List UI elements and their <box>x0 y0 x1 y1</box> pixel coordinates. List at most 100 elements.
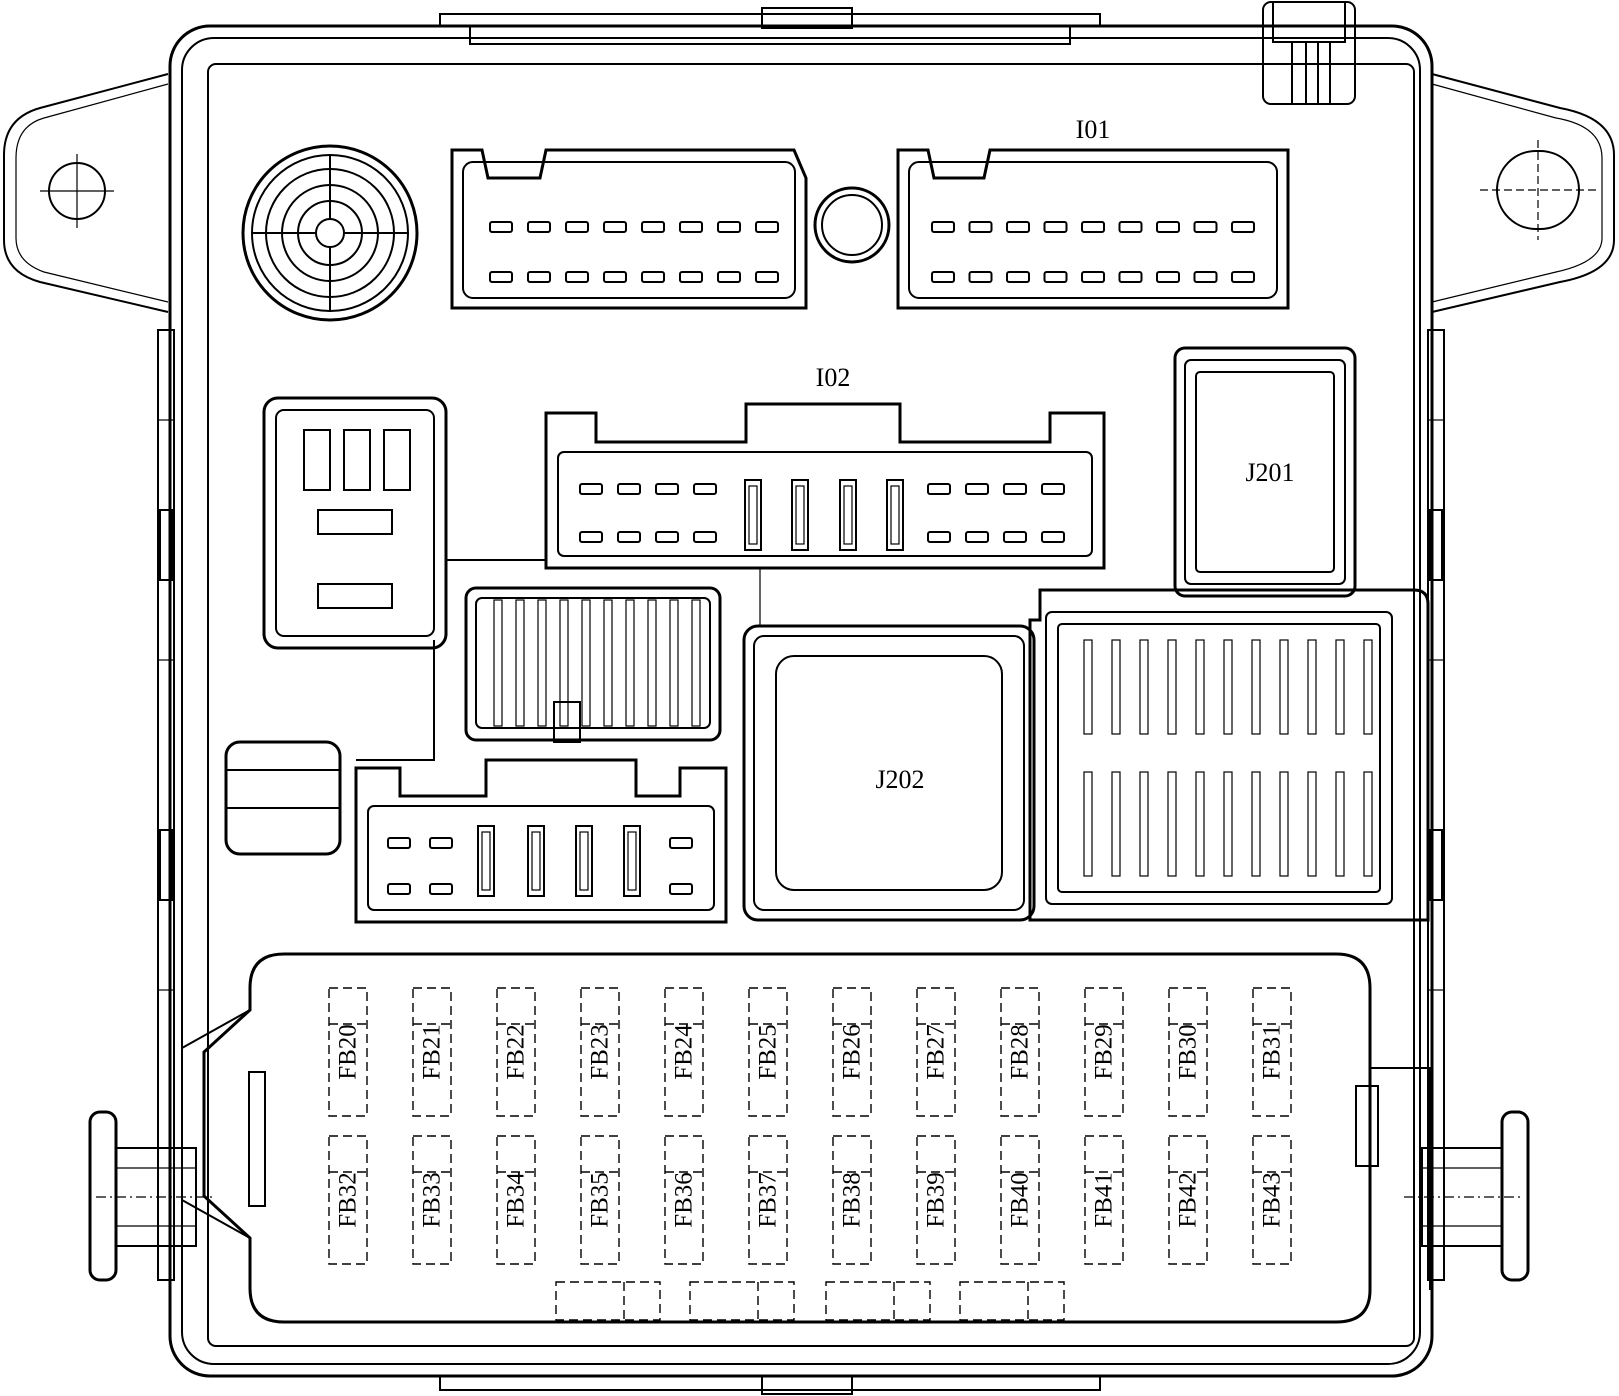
slot <box>1195 639 1205 735</box>
slot <box>515 599 525 727</box>
fuse-slot-fb38[interactable]: FB38 <box>832 1135 872 1265</box>
terminal-pin <box>965 531 989 543</box>
terminal-pin <box>617 483 641 495</box>
terminal-pin <box>968 221 993 233</box>
terminal-pin <box>965 483 989 495</box>
terminal-pin <box>669 837 693 849</box>
blade-terminal <box>623 825 641 897</box>
fuse-slot-fb26[interactable]: FB26 <box>832 987 872 1117</box>
blade-terminal <box>477 825 495 897</box>
fuse-slot-fb25[interactable]: FB25 <box>748 987 788 1117</box>
terminal-pin <box>693 483 717 495</box>
terminal-pin <box>755 221 779 233</box>
blade-terminal-inner <box>795 485 805 545</box>
terminal-pin <box>617 531 641 543</box>
fuse-slot-fb30[interactable]: FB30 <box>1168 987 1208 1117</box>
slot <box>1111 639 1121 735</box>
terminal-pin <box>387 837 411 849</box>
slot <box>559 599 569 727</box>
terminal-pin <box>1043 271 1068 283</box>
terminal-pin <box>693 531 717 543</box>
spare-fuse-slot[interactable] <box>555 1281 661 1321</box>
fuse-label: FB27 <box>923 1024 950 1080</box>
connector-lower-left <box>354 758 728 924</box>
fuse-label: FB33 <box>419 1172 446 1228</box>
fuse-label: FB21 <box>419 1024 446 1080</box>
slot <box>1279 639 1289 735</box>
terminal-pin <box>669 883 693 895</box>
fuse-label: FB22 <box>503 1024 530 1080</box>
terminal-pin <box>429 883 453 895</box>
fuse-slot-fb27[interactable]: FB27 <box>916 987 956 1117</box>
fuse-label: FB32 <box>335 1172 362 1228</box>
fuse-slot-fb31[interactable]: FB31 <box>1252 987 1292 1117</box>
slotted-block <box>464 586 722 743</box>
slot <box>581 599 591 727</box>
slot <box>1083 639 1093 735</box>
terminal-pin <box>755 271 779 283</box>
fuse-slot-fb40[interactable]: FB40 <box>1000 1135 1040 1265</box>
spare-fuse-slot[interactable] <box>959 1281 1065 1321</box>
terminal-pin <box>717 221 741 233</box>
blade-terminal <box>791 479 809 551</box>
label-i02: I02 <box>816 363 851 392</box>
terminal-pin <box>1006 271 1030 283</box>
fuse-slot-fb21[interactable]: FB21 <box>412 987 452 1117</box>
fuse-slot-fb20[interactable]: FB20 <box>328 987 368 1117</box>
fuse-slot-fb29[interactable]: FB29 <box>1084 987 1124 1117</box>
terminal-pin <box>717 271 741 283</box>
fuse-slot-fb43[interactable]: FB43 <box>1252 1135 1292 1265</box>
fuse-slot-fb33[interactable]: FB33 <box>412 1135 452 1265</box>
slot <box>1363 639 1373 735</box>
terminal-pin <box>489 271 513 283</box>
slot <box>1307 639 1317 735</box>
slot <box>625 599 635 727</box>
slot <box>1307 771 1317 877</box>
label-j201: J201 <box>1245 458 1294 487</box>
terminal-pin <box>927 483 951 495</box>
fuse-label: FB29 <box>1091 1024 1118 1080</box>
fuse-slot-fb41[interactable]: FB41 <box>1084 1135 1124 1265</box>
fuse-slot-fb39[interactable]: FB39 <box>916 1135 956 1265</box>
blade-terminal-inner <box>531 831 541 891</box>
spare-fuse-slot[interactable] <box>825 1281 931 1321</box>
terminal-pin <box>931 271 955 283</box>
blade-terminal <box>527 825 545 897</box>
blade-terminal <box>886 479 904 551</box>
fuse-slot-fb28[interactable]: FB28 <box>1000 987 1040 1117</box>
fuse-panel: FB20 FB21 FB22 FB23 FB24 FB25 FB26 FB27 FB28 FB29… <box>181 952 1372 1324</box>
terminal-pin <box>603 271 627 283</box>
terminal-pin <box>1081 271 1105 283</box>
fuse-slot-fb34[interactable]: FB34 <box>496 1135 536 1265</box>
terminal-pin <box>655 483 679 495</box>
fuse-slot-fb37[interactable]: FB37 <box>748 1135 788 1265</box>
terminal-pin <box>579 483 603 495</box>
slot <box>1223 771 1233 877</box>
slot <box>603 599 613 727</box>
fuse-slot-fb32[interactable]: FB32 <box>328 1135 368 1265</box>
terminal-pin <box>679 271 703 283</box>
terminal-pin <box>527 271 551 283</box>
fuse-label: FB41 <box>1091 1172 1118 1228</box>
fuse-slot-fb23[interactable]: FB23 <box>580 987 620 1117</box>
fuse-slot-fb35[interactable]: FB35 <box>580 1135 620 1265</box>
fuse-slot-fb42[interactable]: FB42 <box>1168 1135 1208 1265</box>
slot <box>691 599 701 727</box>
slot <box>1335 639 1345 735</box>
slot <box>1167 771 1177 877</box>
top-clip <box>1262 1 1356 105</box>
fuse-slot-fb24[interactable]: FB24 <box>664 987 704 1117</box>
fuse-slot-fb22[interactable]: FB22 <box>496 987 536 1117</box>
terminal-pin <box>603 221 627 233</box>
fuse-slot-fb36[interactable]: FB36 <box>664 1135 704 1265</box>
spare-fuse-slot[interactable] <box>689 1281 795 1321</box>
fuse-label: FB34 <box>503 1172 530 1228</box>
slot <box>1195 771 1205 877</box>
slot <box>1279 771 1289 877</box>
terminal-pin <box>1156 271 1180 283</box>
terminal-pin <box>565 271 589 283</box>
slot <box>1139 639 1149 735</box>
fuse-label: FB35 <box>587 1172 614 1228</box>
terminal-pin <box>931 221 955 233</box>
